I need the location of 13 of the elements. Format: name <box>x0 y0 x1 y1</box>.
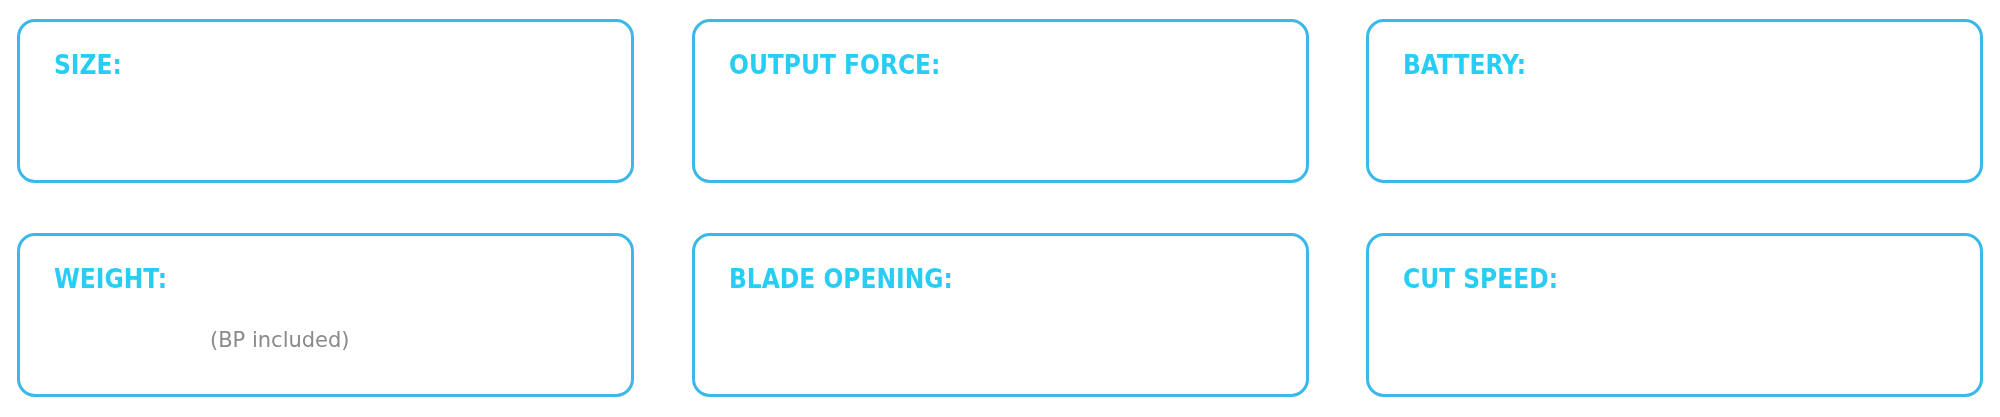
spec-heading: WEIGHT: <box>54 264 168 294</box>
spec-box <box>692 233 1309 397</box>
spec-note: (BP included) <box>210 328 350 352</box>
spec-box <box>1366 233 1983 397</box>
spec-box <box>692 19 1309 183</box>
spec-heading: BATTERY: <box>1403 50 1527 80</box>
spec-heading: SIZE: <box>54 50 122 80</box>
spec-box <box>1366 19 1983 183</box>
spec-heading: CUT SPEED: <box>1403 264 1558 294</box>
spec-heading: BLADE OPENING: <box>729 264 953 294</box>
spec-box <box>17 19 634 183</box>
spec-box <box>17 233 634 397</box>
spec-heading: OUTPUT FORCE: <box>729 50 941 80</box>
